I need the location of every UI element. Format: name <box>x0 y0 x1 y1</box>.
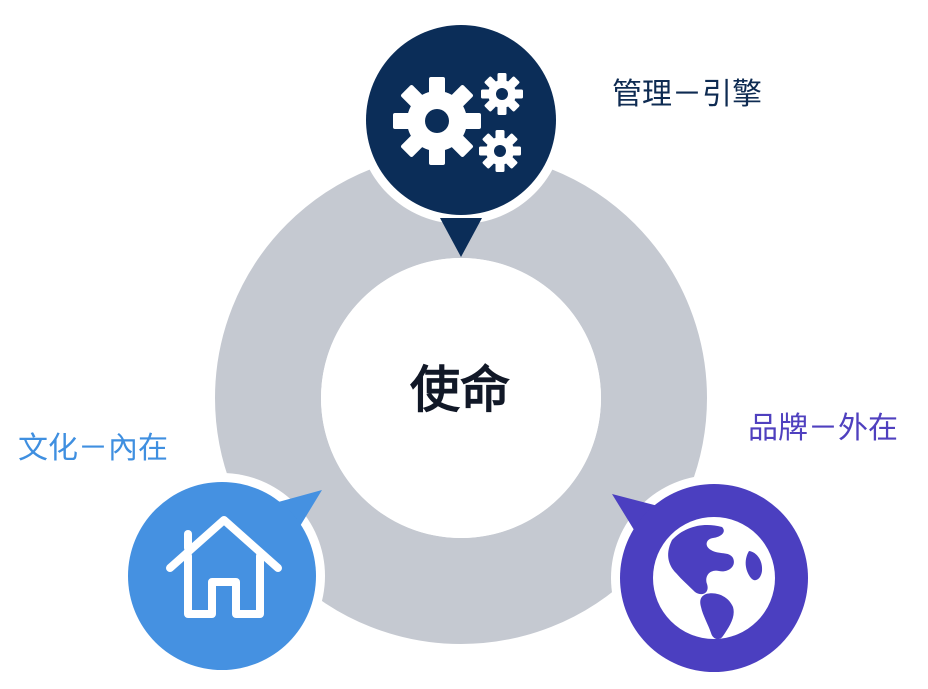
brand-node <box>611 475 817 681</box>
culture-label: 文化－內在 <box>18 431 168 466</box>
management-node <box>357 16 565 257</box>
brand-node-pointer <box>612 494 662 538</box>
management-node-pointer <box>440 218 482 257</box>
mission-title: 使命 <box>410 361 510 419</box>
mission-center-circle <box>321 258 601 538</box>
culture-node-pointer <box>271 490 322 536</box>
culture-node-circle <box>128 482 316 670</box>
globe-icon <box>653 517 775 640</box>
culture-node <box>119 473 325 679</box>
gears-icon <box>393 73 523 172</box>
management-label: 管理－引擎 <box>612 77 762 112</box>
house-icon <box>166 516 282 618</box>
brand-label: 品牌－外在 <box>748 411 898 446</box>
